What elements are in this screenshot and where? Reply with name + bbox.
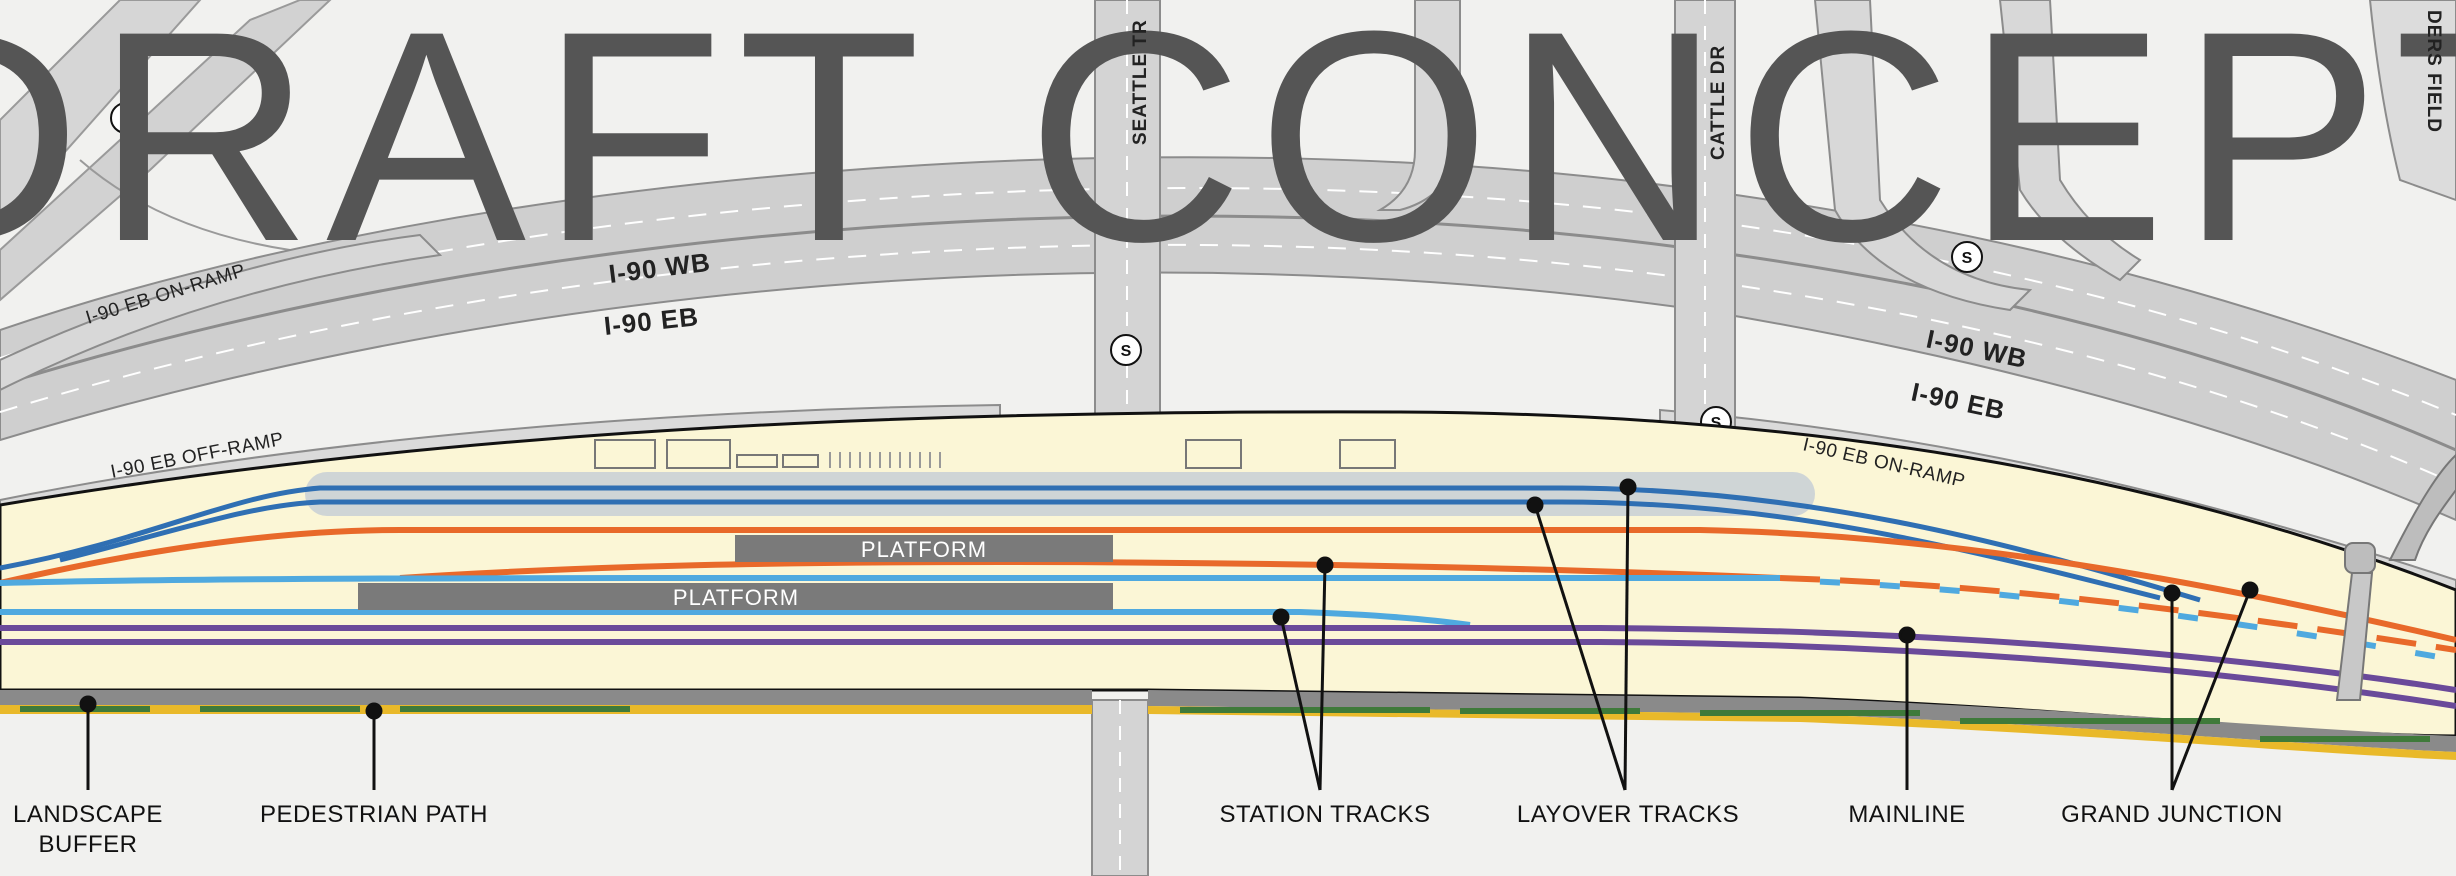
station-tracks-label: STATION TRACKS	[1219, 801, 1430, 828]
platform-upper-label: PLATFORM	[861, 537, 987, 562]
seattle-street-label: SEATTLE TR	[1130, 19, 1151, 145]
svg-text:S: S	[1962, 250, 1973, 267]
svg-text:S: S	[1711, 415, 1722, 432]
mainline-label: MAINLINE	[1848, 801, 1965, 828]
pedestrian-path-label: PEDESTRIAN PATH	[260, 801, 488, 828]
platform-upper	[735, 535, 1113, 562]
layover-track-2	[59, 499, 2161, 601]
svg-text:S: S	[121, 111, 132, 128]
mainline-track-1	[0, 625, 2456, 693]
cattle-drive-label: CATTLE DR	[1708, 45, 1729, 160]
upper-left-interchange: S	[0, 0, 332, 302]
callout-leaders	[79, 478, 2259, 791]
signal-icon: S	[1110, 334, 1142, 366]
landscape-buffer-label-line1: LANDSCAPE	[13, 801, 163, 828]
signal-icon: S	[1951, 241, 1983, 273]
layover-tracks-label: LAYOVER TRACKS	[1517, 801, 1739, 828]
station-track-orange-2	[399, 558, 1781, 581]
builders-field-label: DERS FIELD	[2423, 10, 2444, 133]
station-track-light-blue-1	[0, 575, 1780, 586]
svg-text:S: S	[1121, 343, 1132, 360]
station-track-light-blue-2	[0, 609, 1471, 628]
landscape-buffer-label-line2: BUFFER	[39, 831, 138, 858]
draft-concept-watermark: DRAFT CONCEPT	[0, 0, 2456, 304]
station-track-orange-1	[0, 527, 2456, 643]
platforms: PLATFORM PLATFORM	[358, 535, 1113, 610]
i90-roadway	[0, 156, 2456, 522]
grand-junction-label: GRAND JUNCTION	[2061, 801, 2283, 828]
platform-lower	[358, 583, 1113, 610]
rail-tracks	[0, 485, 2456, 709]
eb-on-ramp-left	[0, 233, 443, 392]
bridge-structure	[2335, 453, 2456, 701]
platform-lower-label: PLATFORM	[673, 585, 799, 610]
layover-yard-highlight	[305, 472, 1815, 516]
layover-track-1	[0, 485, 2201, 603]
signal-icon: S	[110, 102, 142, 134]
cross-streets	[1091, 0, 2456, 876]
